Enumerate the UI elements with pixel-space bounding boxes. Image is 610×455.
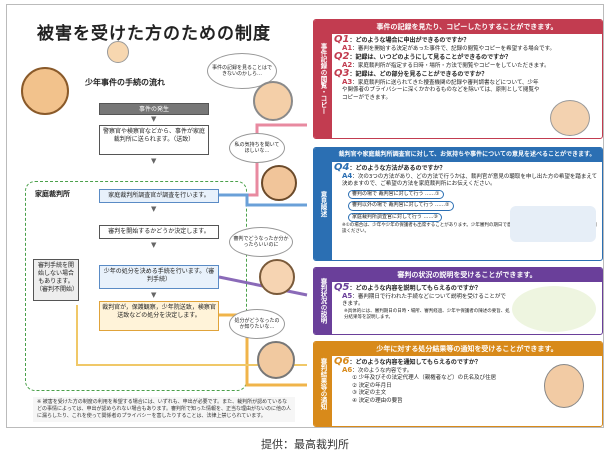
flow-arrow: ▼ [151, 205, 157, 213]
section-explanation-side: 審判状況の説明 [314, 268, 332, 334]
notice-item-3: ③ 決定の主文 [352, 390, 387, 396]
flow-footnote: ※ 被害を受けた方の制度の利用を希望する場合には、いずれも、申出が必要です。また… [33, 397, 295, 422]
section-notice-header: 少年に対する処分結果等の通知を受けることができます。 [332, 342, 602, 356]
notice-item-1: ① 少年及びその法定代理人（親権者など）の氏名及び住居 [352, 375, 497, 381]
image-credit: 提供：最高裁判所 [261, 438, 349, 451]
a6: A6：次のような内容です。 [342, 365, 413, 374]
opinion-note: ※①の場合は、少年や少年の保護者も出席することがあります。少年審判の期日で意見を… [342, 223, 597, 234]
judge-illustration [544, 364, 584, 408]
flow-step-disposition: 裁判官が，保護観察，少年院送致，検察官送致などの処分を決定します。 [99, 301, 219, 331]
flow-arrow: ▼ [151, 115, 157, 123]
section-trial-explanation: 審判状況の説明 審判の状況の説明を受けることができます。 Q5：どのような内容を… [313, 267, 603, 335]
q1: Q1：どのような場合に申出ができるのですか？ [334, 34, 470, 45]
flow-step-no-trial: 審判手続を開始しない場合もあります。（審判不開始） [33, 259, 79, 301]
a4: A4：次の3つの方法があり、どの方法で行うかは、裁判官が意見の聴取を申し出た方の… [342, 171, 598, 187]
method-2: 審判以外の場で 裁判官に対して行う ……② [348, 201, 454, 211]
q2: Q2：記録は、いつどのようにして見ることができるのですか？ [334, 51, 512, 62]
thought-bubble-result: 処分がどうなったのか知りたいな… [229, 309, 285, 339]
flow-step-decision: 審判を開始するかどうか決定します。 [99, 225, 219, 239]
a1: A1：審判を開始する決定があった事件で、記録の閲覧やコピーを希望する場合です。 [342, 43, 556, 52]
family-court-label: 家庭裁判所 [35, 190, 70, 198]
infographic-frame: 被害を受けた方のための制度 少年事件の手続の流れ 事件の発生 ▼ 警察官や検察官… [6, 4, 604, 428]
flow-arrow: ▼ [151, 157, 157, 165]
section-records-side: 事件記録の閲覧・コピー [314, 20, 332, 138]
a5: A5：審判期日で行われた手続などについて説明を受けることができます。 [342, 291, 506, 307]
section-records-header: 事件の記録を見たり、コピーしたりすることができます。 [332, 20, 602, 34]
flow-step-investigation: 家庭裁判所調査官が調査を行います。 [99, 189, 219, 203]
thought-bubble-feelings: 私の気持ちを聞いてほしいな… [229, 133, 285, 163]
thought-bubble-records: 事件の記録を見ることはできないのかしら… [207, 53, 277, 89]
flow-arrow: ▼ [151, 291, 157, 299]
section-explanation-header: 審判の状況の説明を受けることができます。 [332, 268, 602, 282]
girl-illustration [259, 259, 295, 295]
flow-title: 少年事件の手続の流れ [85, 78, 165, 87]
section-notice-side: 審判結果等の通知 [314, 342, 332, 426]
reading-woman-illustration [550, 100, 590, 136]
man-illustration [261, 165, 297, 201]
method-1: 審判の場で 裁判官に対して行う ……① [348, 189, 444, 199]
a2: A2：家庭裁判所が指定する日時・場所・方法で閲覧やコピーをしていただきます。 [342, 60, 550, 69]
woman-illustration [253, 81, 293, 121]
q3: Q3：記録は、どの部分を見ることができるのですか？ [334, 68, 488, 79]
q4: Q4：どのような方法があるのですか？ [334, 162, 446, 173]
old-man-illustration [257, 341, 295, 379]
q6: Q6：どのような内容を通知してもらえるのですか？ [334, 356, 481, 367]
flow-step-referral: 警察官や検察官などから、事件が家庭裁判所に送られます。（送致） [99, 125, 209, 155]
thought-bubble-trial-status: 審判でどうなったか分かったらいいのに [229, 227, 293, 257]
explanation-note: ※具体的には、審判期日の日時・場所、審判経過、少年や保護者の陳述の要旨、処分結果… [344, 308, 510, 320]
section-records: 事件記録の閲覧・コピー 事件の記録を見たり、コピーしたりすることができます。 Q… [313, 19, 603, 139]
section-opinion-side: 意見陳述 [314, 148, 332, 260]
notice-item-2: ② 決定の年月日 [352, 382, 392, 389]
method-3: 家庭裁判所調査官に対して行う ……③ [348, 212, 442, 222]
q5: Q5：どのような内容を説明してもらえるのですか？ [334, 282, 481, 293]
meeting-illustration [510, 206, 596, 242]
section-opinion-header: 裁判官や家庭裁判所調査官に対して、お気持ちや事件についての意見を述べることができ… [332, 148, 602, 162]
victim-illustration [107, 41, 129, 63]
courtroom-illustration [512, 286, 596, 332]
flow-arrow: ▼ [151, 241, 157, 249]
flow-step-occurrence: 事件の発生 [99, 103, 209, 115]
section-opinion: 意見陳述 裁判官や家庭裁判所調査官に対して、お気持ちや事件についての意見を述べる… [313, 147, 603, 261]
a3: A3：家庭裁判所に送られてきた捜査機関の記録や審判調書などについて、少年や関係者… [342, 77, 540, 101]
notice-item-4: ④ 決定の理由の要旨 [352, 397, 403, 404]
boy-illustration [21, 67, 69, 115]
page-title: 被害を受けた方のための制度 [37, 24, 271, 44]
family-court-area [25, 181, 247, 391]
flow-step-trial: 少年の処分を決める手続を行います。（審判手続） [99, 265, 219, 289]
section-result-notice: 審判結果等の通知 少年に対する処分結果等の通知を受けることができます。 Q6：ど… [313, 341, 603, 427]
